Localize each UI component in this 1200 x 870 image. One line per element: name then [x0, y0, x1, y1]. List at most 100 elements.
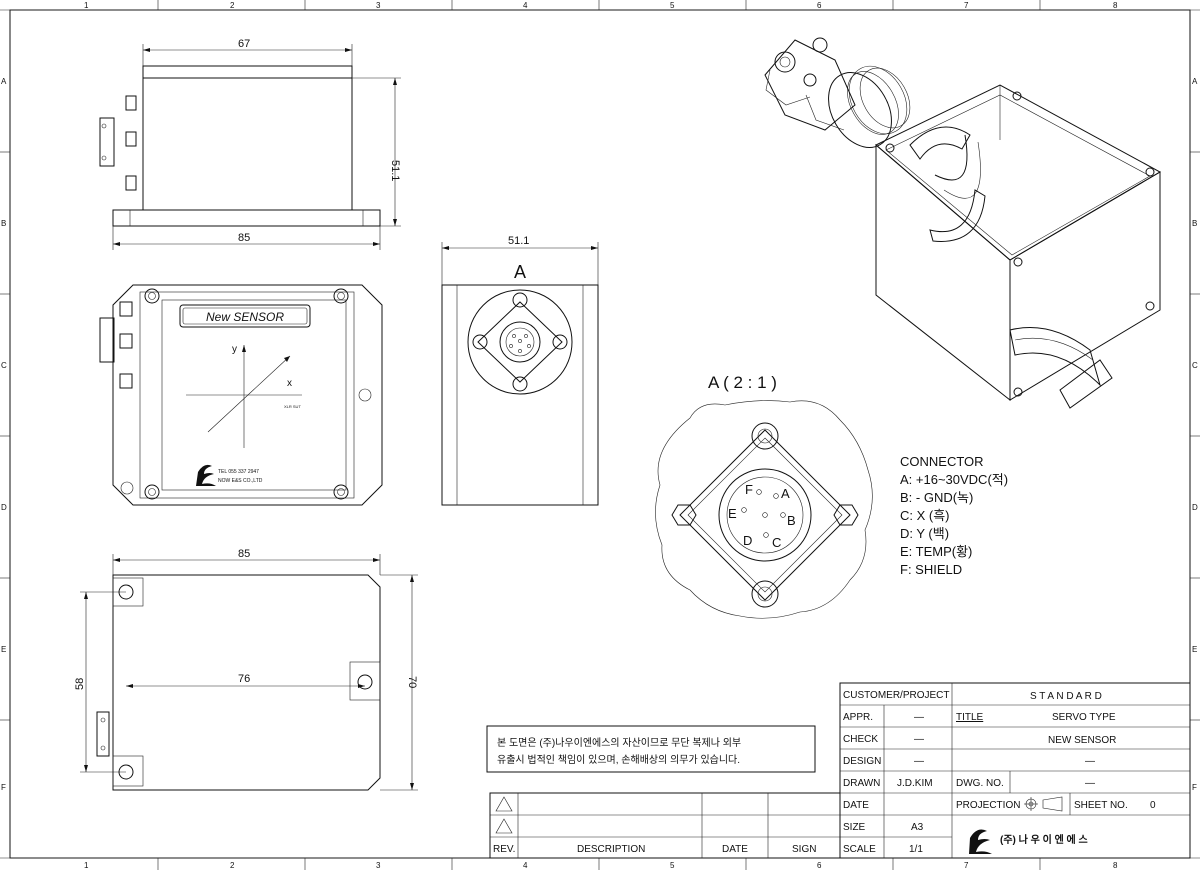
pin-label-b: B	[787, 513, 796, 528]
row-label-right: A	[1192, 77, 1198, 86]
col-label-top: 8	[1113, 1, 1118, 10]
connector-line: A: +16~30VDC(적)	[900, 472, 1008, 487]
col-label-bottom: 4	[523, 861, 528, 870]
bottom-view: 85 76 70 58	[74, 548, 418, 791]
tb-dwg-label: DWG. NO.	[956, 778, 1004, 789]
col-label-bottom: 6	[817, 861, 822, 870]
col-label-top: 4	[523, 1, 528, 10]
row-label-right: D	[1192, 503, 1198, 512]
tb-size-value: A3	[911, 822, 924, 833]
row-label-right: B	[1192, 219, 1197, 228]
tb-appr-label: APPR.	[843, 712, 873, 723]
tb-check-value: —	[914, 734, 924, 745]
detail-view: A ( 2 : 1 ) F A B C D E	[655, 373, 873, 619]
dim-bottom-inner: 76	[238, 673, 250, 685]
row-label-left: A	[1, 77, 7, 86]
tb-scale-label: SCALE	[843, 844, 876, 855]
tb-drawn-label: DRAWN	[843, 778, 880, 789]
row-label-left: E	[1, 645, 6, 654]
revision-triangle-icon	[495, 818, 513, 834]
detail-title: A ( 2 : 1 )	[708, 373, 777, 392]
col-label-bottom: 2	[230, 861, 235, 870]
tb-design-right: —	[1085, 756, 1095, 767]
front-contact: TEL 055 337 2947	[218, 469, 259, 475]
front-view: New SENSOR y x XLR SUT TEL 055 337 2947 …	[99, 284, 383, 506]
front-nameplate: New SENSOR	[206, 310, 284, 324]
row-label-left: D	[1, 503, 7, 512]
tb-title-label: TITLE	[956, 712, 984, 723]
rev-desc-label: DESCRIPTION	[577, 844, 645, 855]
notice-line-1: 본 도면은 (주)나우이엔에스의 자산이므로 무단 복제나 외부	[497, 737, 741, 749]
notice-line-2: 유출시 법적인 책임이 있으며, 손해배상의 의무가 있습니다.	[497, 753, 740, 766]
connector-line: B: - GND(녹)	[900, 490, 973, 505]
tb-date-label: DATE	[843, 800, 869, 811]
dim-top-height: 51.1	[389, 160, 401, 181]
row-label-right: C	[1192, 361, 1198, 370]
side-view-label: A	[514, 262, 526, 282]
tb-size-label: SIZE	[843, 822, 866, 833]
connector-line: E: TEMP(황)	[900, 544, 972, 559]
connector-heading: CONNECTOR	[900, 454, 984, 469]
tb-scale-value: 1/1	[909, 844, 923, 855]
tb-projection-label: PROJECTION	[956, 800, 1020, 811]
dim-bottom-height: 70	[406, 676, 418, 688]
revision-table: REV. DESCRIPTION DATE SIGN	[489, 792, 841, 859]
tb-drawn-value: J.D.KIM	[897, 778, 933, 789]
dim-top-width: 67	[238, 38, 250, 50]
col-label-bottom: 1	[84, 861, 89, 870]
row-label-left: B	[1, 219, 6, 228]
rev-sign-label: SIGN	[792, 844, 816, 855]
row-label-left: C	[1, 361, 7, 370]
top-view: 67 51.1 85	[99, 38, 401, 250]
isometric-view	[764, 37, 1162, 409]
connector-line: F: SHIELD	[900, 562, 962, 577]
tb-sheet-label: SHEET NO.	[1074, 800, 1128, 811]
col-label-top: 1	[84, 1, 89, 10]
front-axis-y: y	[232, 344, 237, 355]
connector-legend: CONNECTOR A: +16~30VDC(적) B: - GND(녹) C:…	[900, 454, 1008, 577]
dim-top-base: 85	[238, 232, 250, 244]
tb-appr-value: —	[914, 712, 924, 723]
tb-company: (주) 나 우 이 엔 에 스	[1000, 833, 1088, 846]
front-axis-note: XLR SUT	[284, 404, 301, 409]
dim-bottom-left: 58	[74, 678, 86, 690]
tb-customer-value: S T A N D A R D	[1030, 691, 1102, 702]
pin-label-a: A	[781, 486, 790, 501]
col-label-bottom: 7	[964, 861, 969, 870]
col-label-bottom: 5	[670, 861, 675, 870]
col-label-bottom: 8	[1113, 861, 1118, 870]
col-label-top: 2	[230, 1, 235, 10]
cable-connector-icon	[764, 37, 911, 148]
tb-customer-label: CUSTOMER/PROJECT	[843, 690, 950, 701]
col-label-top: 6	[817, 1, 822, 10]
tb-dwg-value: —	[1085, 778, 1095, 789]
rev-date-label: DATE	[722, 844, 748, 855]
side-view: 51.1 A	[441, 235, 599, 506]
connector-line: C: X (흑)	[900, 508, 950, 523]
front-axis-x: x	[287, 378, 292, 389]
tb-sheet-value: 0	[1150, 800, 1156, 811]
projection-symbol-icon	[1024, 796, 1063, 812]
col-label-top: 7	[964, 1, 969, 10]
tb-design-value: —	[914, 756, 924, 767]
revision-triangle-icon	[495, 796, 513, 812]
col-label-bottom: 3	[376, 861, 381, 870]
dim-side-width: 51.1	[508, 235, 529, 247]
title-block: CUSTOMER/PROJECT S T A N D A R D APPR. —…	[839, 682, 1191, 859]
dim-bottom-width: 85	[238, 548, 250, 560]
company-logo-icon	[196, 464, 216, 486]
row-label-right: E	[1192, 645, 1197, 654]
row-label-right: F	[1192, 783, 1197, 792]
rev-label: REV.	[493, 844, 515, 855]
tb-title-line2: NEW SENSOR	[1048, 735, 1116, 746]
pin-label-f: F	[745, 482, 753, 497]
pin-label-d: D	[743, 533, 752, 548]
tb-design-label: DESIGN	[843, 756, 881, 767]
col-label-top: 5	[670, 1, 675, 10]
pin-label-c: C	[772, 535, 781, 550]
row-label-left: F	[1, 783, 6, 792]
front-company: NOW E&S CO.,LTD	[218, 478, 263, 484]
company-logo-icon	[969, 829, 992, 854]
